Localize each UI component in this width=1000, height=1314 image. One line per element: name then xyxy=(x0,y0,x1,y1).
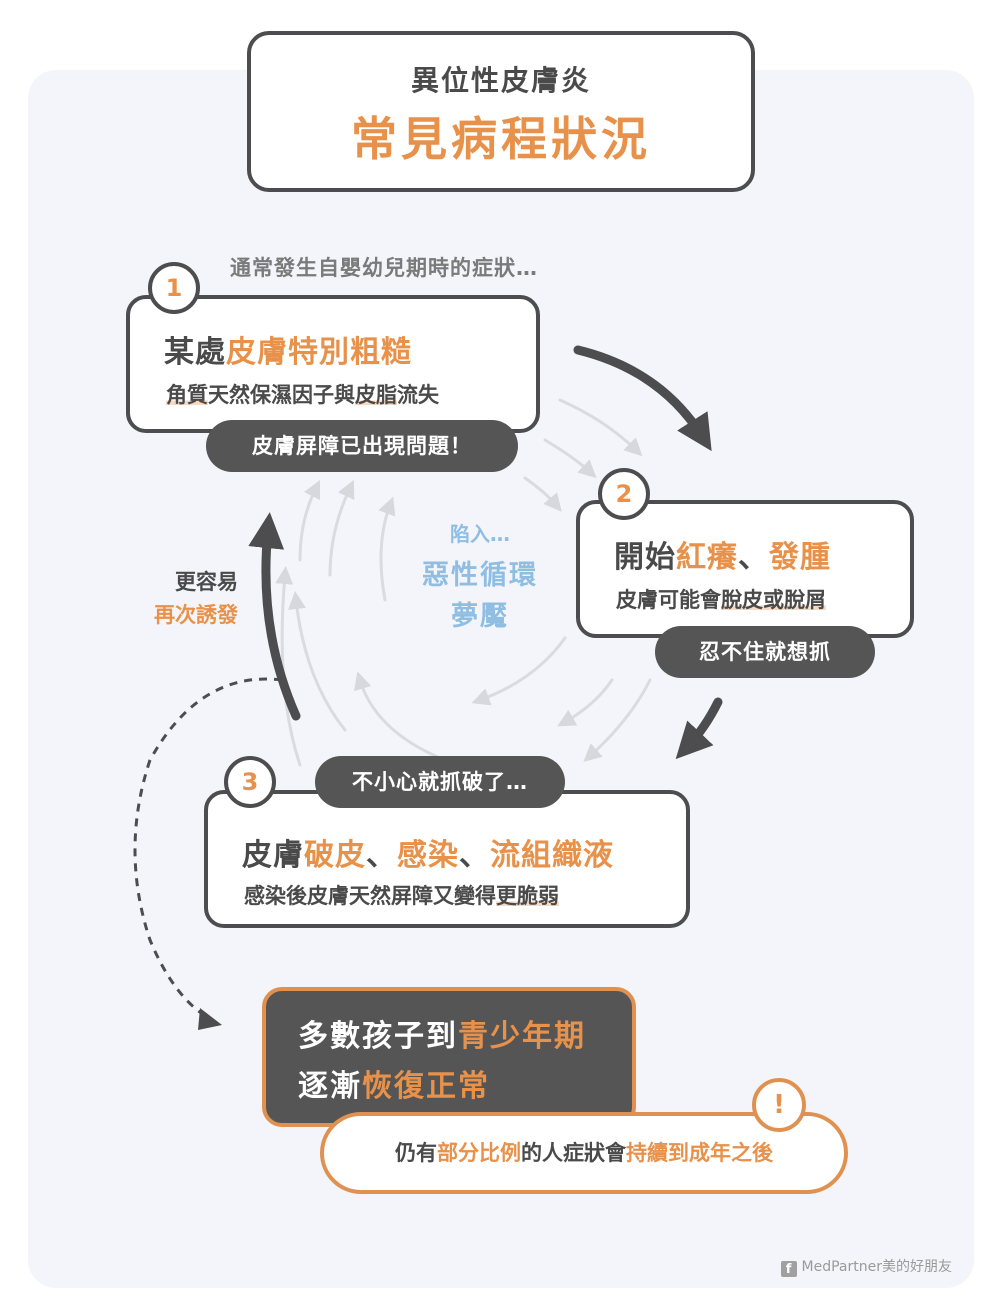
light-arc-1 xyxy=(558,398,643,457)
title-line-2: 常見病程狀況 xyxy=(351,112,651,166)
step-1-card: 某處皮膚特別粗糙 角質天然保濕因子與皮脂流失 xyxy=(126,295,540,433)
step-1-subtitle: 角質天然保濕因子與皮脂流失 xyxy=(166,379,439,409)
step-1-pill: 皮膚屏障已出現問題！ xyxy=(206,420,518,472)
step-3-card: 皮膚破皮、感染、流組織液 感染後皮膚天然屏障又變得更脆弱 xyxy=(204,790,690,928)
dashed-arrowhead xyxy=(198,1008,222,1030)
light-arc-7 xyxy=(353,671,442,760)
facebook-icon: f xyxy=(780,1261,797,1277)
center-label-line-3: 夢魘 xyxy=(451,601,509,632)
step-3-title-h2: 感染 xyxy=(397,838,459,873)
arrow-1-to-2 xyxy=(573,345,712,452)
step-2-subtitle: 皮膚可能會脫皮或脫屑 xyxy=(616,584,826,614)
center-label-line-1: 陷入… xyxy=(450,522,510,546)
outcome-l1-plain: 多數孩子到 xyxy=(298,1019,458,1054)
step-1-title: 某處皮膚特別粗糙 xyxy=(164,327,412,371)
light-arc-8 xyxy=(288,591,347,732)
step-3-title: 皮膚破皮、感染、流組織液 xyxy=(242,830,614,874)
step-1-sub-t2: 與 xyxy=(334,383,355,407)
side-note-line-1: 更容易 xyxy=(175,570,238,594)
step-1-title-plain: 某處 xyxy=(164,335,226,370)
light-arc-11 xyxy=(328,479,355,577)
step-3-title-sep2: 、 xyxy=(459,838,490,873)
intro-text: 通常發生自嬰幼兒期時的症狀… xyxy=(230,256,538,280)
center-label-line-2: 惡性循環 xyxy=(422,560,538,591)
outcome-line-1: 多數孩子到青少年期 xyxy=(298,1011,586,1055)
outcome-box: 多數孩子到青少年期 逐漸恢復正常 xyxy=(262,987,636,1127)
step-2-card: 開始紅癢、發腫 皮膚可能會脫皮或脫屑 xyxy=(576,500,914,638)
step-3-number: 3 xyxy=(224,756,276,808)
step-2-sub-u1: 脫皮或脫屑 xyxy=(721,588,826,612)
step-3-title-h1: 破皮 xyxy=(304,838,366,873)
outcome-l2-plain: 逐漸 xyxy=(298,1069,362,1104)
title-box: 異位性皮膚炎 常見病程狀況 xyxy=(247,31,755,192)
center-label: 陷入… 惡性循環 夢魘 xyxy=(390,518,570,633)
light-arc-3 xyxy=(523,476,562,512)
step-1-sub-t3: 流失 xyxy=(397,383,439,407)
outcome-l2-highlight: 恢復正常 xyxy=(362,1069,490,1104)
step-3-sub-u1: 更脆弱 xyxy=(496,884,559,908)
step-1-sub-t1: 天然保濕因子 xyxy=(208,383,334,407)
light-arc-4 xyxy=(583,678,652,763)
step-1-number: 1 xyxy=(148,262,200,314)
step-1-title-highlight: 皮膚特別粗糙 xyxy=(226,335,412,370)
outcome-l1-highlight: 青少年期 xyxy=(458,1019,586,1054)
step-2-title: 開始紅癢、發腫 xyxy=(614,532,831,576)
step-3-pill: 不小心就抓破了… xyxy=(315,756,565,808)
step-3-title-sep1: 、 xyxy=(366,838,397,873)
step-2-number: 2 xyxy=(598,468,650,520)
note-h1: 部分比例 xyxy=(437,1141,521,1165)
note-box: 仍有部分比例的人症狀會持續到成年之後 xyxy=(320,1112,848,1194)
light-arc-10 xyxy=(298,479,321,562)
dashed-arrow-to-outcome xyxy=(133,677,283,1022)
step-1-sub-u1: 角質 xyxy=(166,383,208,407)
step-3-sub-t1: 感染後皮膚天然屏障又變得 xyxy=(244,884,496,908)
step-2-title-sep: 、 xyxy=(738,540,769,575)
arrow-2-to-3 xyxy=(675,697,723,760)
exclamation-icon: ! xyxy=(752,1078,806,1132)
note-t2: 的人症狀會 xyxy=(521,1141,626,1165)
step-1-sub-u2: 皮脂 xyxy=(355,383,397,407)
step-2-pill: 忍不住就想抓 xyxy=(655,626,875,678)
light-arc-12 xyxy=(378,496,396,602)
side-note-line-2: 再次誘發 xyxy=(154,603,238,627)
step-2-sub-t1: 皮膚可能會 xyxy=(616,588,721,612)
arrow-3-to-1 xyxy=(248,512,301,721)
step-2-title-h1: 紅癢 xyxy=(676,540,738,575)
light-arc-5 xyxy=(557,678,614,727)
note-t1: 仍有 xyxy=(395,1141,437,1165)
step-2-title-h2: 發腫 xyxy=(769,540,831,575)
credit-text: MedPartner美的好朋友 xyxy=(801,1259,952,1275)
step-3-title-h3: 流組織液 xyxy=(490,838,614,873)
side-note: 更容易 再次誘發 xyxy=(126,566,238,632)
step-3-subtitle: 感染後皮膚天然屏障又變得更脆弱 xyxy=(244,880,559,910)
title-line-1: 異位性皮膚炎 xyxy=(410,64,591,97)
step-2-title-plain: 開始 xyxy=(614,540,676,575)
light-arc-6 xyxy=(471,636,567,706)
note-h2: 持續到成年之後 xyxy=(626,1141,773,1165)
step-3-title-plain: 皮膚 xyxy=(242,838,304,873)
outcome-line-2: 逐漸恢復正常 xyxy=(298,1061,490,1105)
light-arc-2 xyxy=(543,438,597,479)
